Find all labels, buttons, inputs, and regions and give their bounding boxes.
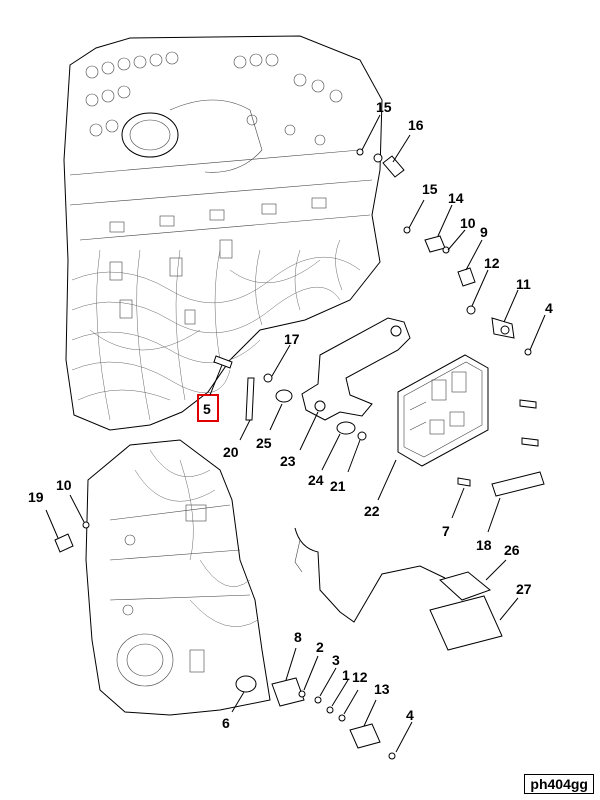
callout-10-upper: 10 [460,215,476,231]
fitting-19 [54,533,74,553]
fitting-8 [271,677,305,707]
callout-25: 25 [256,435,272,451]
lower-engine-block [85,439,271,716]
callout-2: 2 [316,639,324,655]
callout-9: 9 [480,224,488,240]
callout-3: 3 [332,652,340,668]
callout-11: 11 [516,276,531,292]
screw-18-bracket [491,471,545,497]
sensor-16 [373,153,405,178]
callout-14: 14 [448,190,464,206]
callout-13: 13 [374,681,390,697]
sensor-11 [491,317,515,339]
sensor-13 [349,723,381,749]
callout-17: 17 [284,331,300,347]
callout-7: 7 [442,523,450,539]
callout-27: 27 [516,581,532,597]
mounting-bracket [301,317,411,421]
callout-20: 20 [223,444,239,460]
callout-16: 16 [408,117,424,133]
leader-lines [45,114,546,753]
callout-18: 18 [476,537,492,553]
strap-20 [245,377,255,421]
callout-12-upper: 12 [484,255,500,271]
plate-27 [429,595,503,651]
callout-15-upper: 15 [376,99,392,115]
sensor-14 [424,235,446,253]
gasket-6 [235,675,257,693]
highlight-box-5 [197,394,219,422]
callout-19: 19 [28,489,44,505]
callout-4-upper: 4 [545,300,553,316]
callout-10-lower: 10 [56,477,72,493]
figure-reference-tag: ph404gg [524,774,594,794]
callout-1: 1 [342,667,350,683]
callout-labels: 15 16 15 14 10 9 12 11 4 17 5 20 25 23 2… [28,99,553,731]
callout-26: 26 [504,542,520,558]
upper-engine-block [63,35,383,431]
sensor-26 [438,571,492,601]
callout-6: 6 [222,715,230,731]
ecm-module [397,354,489,467]
stud-5 [213,355,233,369]
callout-23: 23 [280,453,296,469]
spacer-24 [336,421,356,435]
sensor-9 [457,267,476,287]
callout-24: 24 [308,472,324,488]
screw-7 [457,477,471,487]
callout-15-lower: 15 [422,181,438,197]
callout-4-lower: 4 [406,707,414,723]
callout-12-lower: 12 [352,669,368,685]
spacer-25 [275,389,293,403]
wire-harness [294,527,446,623]
callout-5: 5 [203,401,211,417]
callout-22: 22 [364,503,380,519]
callout-21: 21 [330,478,346,494]
callout-8: 8 [294,629,302,645]
screw-ecm [519,399,537,409]
